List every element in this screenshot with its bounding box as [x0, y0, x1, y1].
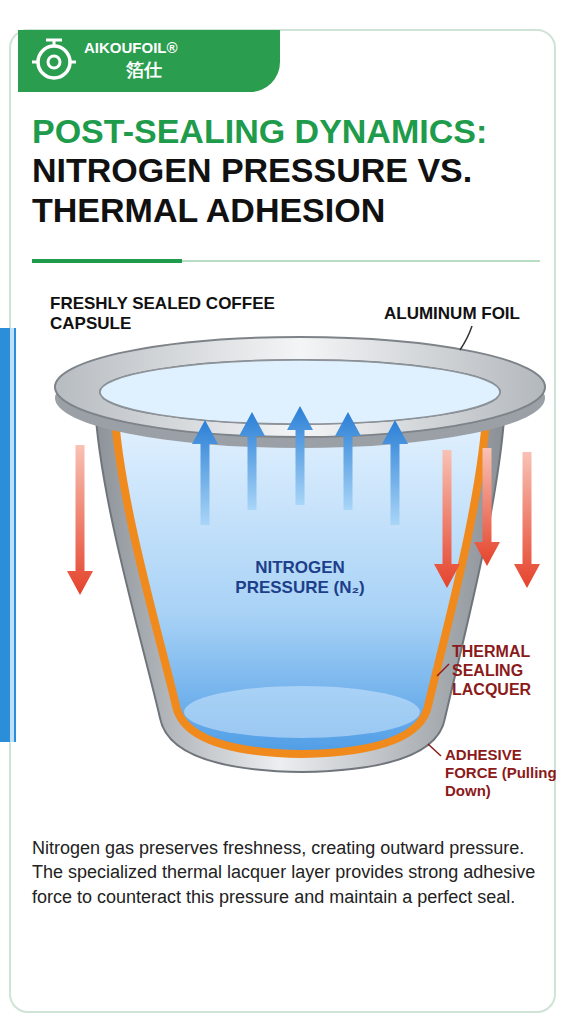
pressure-arrow [239, 412, 265, 510]
logo-badge: AIKOUFOIL® 箔仕 [18, 30, 280, 92]
adhesion-arrow [474, 448, 500, 566]
side-bar-strip [10, 328, 14, 742]
side-bar [0, 328, 16, 742]
pressure-arrows [192, 406, 408, 525]
node-label: NITROGEN PRESSURE (N₂) [210, 558, 390, 599]
title: POST-SEALING DYNAMICS: NITROGEN PRESSURE… [32, 112, 544, 230]
part-label: FRESHLY SEALED COFFEE CAPSULE [50, 294, 280, 335]
brand-chinese: 箔仕 [126, 60, 162, 82]
lacquer-layer [114, 405, 487, 754]
capsule-floor [184, 686, 420, 738]
logo-ring [38, 46, 70, 78]
leader-line [428, 744, 441, 756]
part-label: THERMAL SEALING LACQUER [452, 642, 552, 700]
leader-line [460, 326, 472, 350]
adhesion-arrow [67, 445, 93, 595]
part-label: ALUMINUM FOIL [384, 304, 549, 324]
caption: Nitrogen gas preserves freshness, creati… [32, 836, 537, 909]
brand-name: AIKOUFOIL® [84, 39, 178, 57]
capsule-illustration [40, 320, 560, 790]
title-rule [32, 260, 540, 262]
pressure-arrow [335, 412, 361, 510]
part-label: ADHESIVE FORCE (Pulling Down) [445, 746, 557, 800]
capsule-shape: NITROGEN PRESSURE (N₂) [40, 320, 560, 790]
logo-icon [28, 34, 80, 86]
logo-marks [32, 40, 76, 62]
pressure-arrow [382, 420, 408, 525]
pressure-arrow [287, 406, 313, 505]
adhesion-arrow [514, 452, 540, 588]
capsule-body [95, 405, 505, 772]
card-frame [10, 30, 555, 1012]
adhesion-arrow [434, 450, 460, 588]
pressure-arrow [192, 420, 218, 525]
title-rule-accent [32, 259, 182, 263]
logo-core [48, 56, 60, 68]
leader-line [437, 664, 449, 676]
